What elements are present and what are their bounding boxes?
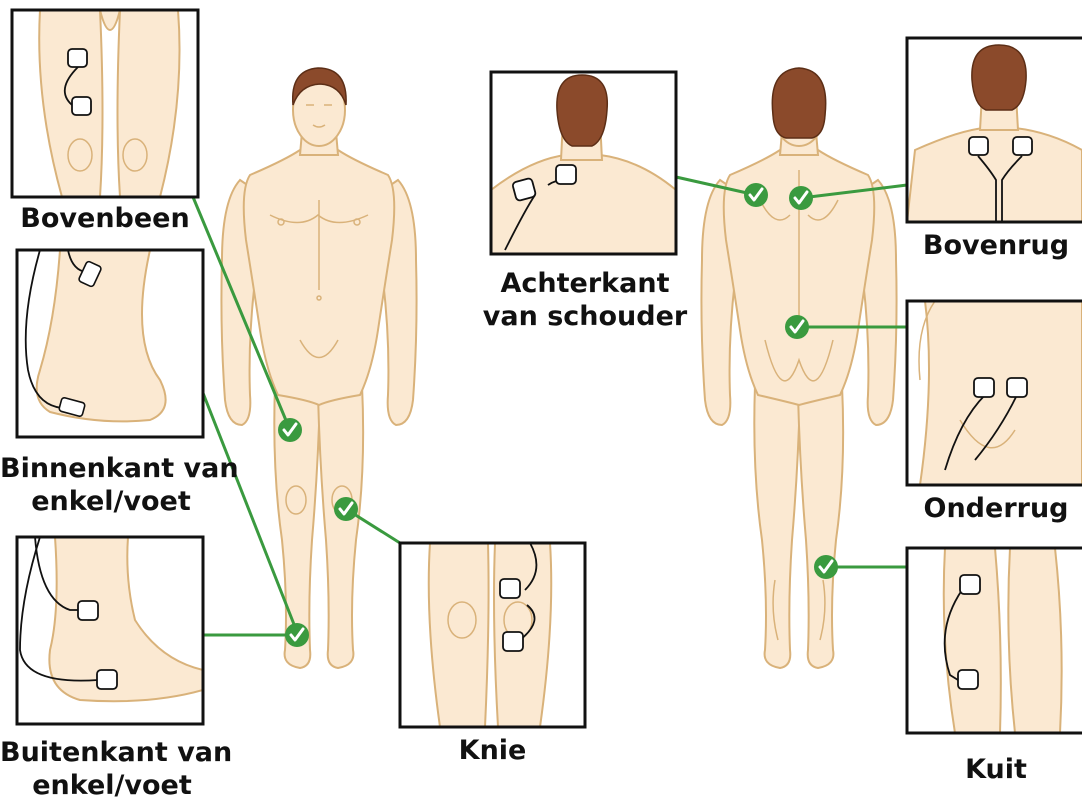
- inset-achterkant: [491, 72, 676, 254]
- back-body-figure: [701, 74, 896, 668]
- inset-binnenkant: [17, 250, 203, 437]
- label-buitenkant-line1: Buitenkant van: [0, 736, 224, 769]
- electrode-pad: [1013, 137, 1032, 155]
- label-achterkant: Achterkant van schouder: [480, 267, 690, 333]
- electrode-pad: [500, 579, 520, 598]
- label-binnenkant-line1: Binnenkant van: [0, 452, 222, 485]
- label-knie: Knie: [400, 734, 585, 767]
- label-knie-text: Knie: [400, 734, 585, 767]
- inset-onderrug: [907, 301, 1082, 485]
- label-buitenkant-line2: enkel/voet: [0, 769, 224, 802]
- checkmark-icon: [785, 315, 809, 339]
- electrode-pad: [960, 575, 980, 594]
- checkmark-icon: [744, 183, 768, 207]
- label-binnenkant: Binnenkant van enkel/voet: [0, 452, 222, 518]
- label-kuit: Kuit: [912, 753, 1080, 786]
- label-bovenrug: Bovenrug: [912, 229, 1080, 262]
- inset-kuit: [907, 548, 1082, 733]
- checkmark-icon: [334, 497, 358, 521]
- electrode-pad: [78, 601, 98, 620]
- electrode-pad: [974, 378, 994, 397]
- label-bovenbeen-text: Bovenbeen: [16, 202, 194, 235]
- label-achterkant-line1: Achterkant: [480, 267, 690, 300]
- front-body-figure: [221, 74, 416, 668]
- label-buitenkant: Buitenkant van enkel/voet: [0, 736, 224, 802]
- checkmark-icon: [285, 623, 309, 647]
- back-body-hair: [772, 68, 825, 138]
- inset-bovenrug: [907, 38, 1082, 222]
- electrode-pad: [1007, 378, 1027, 397]
- inset-bovenbeen: [12, 10, 198, 197]
- electrode-pad: [97, 670, 117, 689]
- label-bovenbeen: Bovenbeen: [16, 202, 194, 235]
- label-achterkant-line2: van schouder: [480, 300, 690, 333]
- label-kuit-text: Kuit: [912, 753, 1080, 786]
- label-onderrug-text: Onderrug: [912, 492, 1080, 525]
- electrode-pad: [512, 178, 536, 202]
- checkmark-icon: [814, 555, 838, 579]
- electrode-pad: [556, 165, 576, 184]
- inset-buitenkant: [17, 537, 203, 724]
- electrode-pad: [72, 97, 91, 115]
- inset-knie: [400, 543, 585, 727]
- label-bovenrug-text: Bovenrug: [912, 229, 1080, 262]
- electrode-pad: [68, 49, 87, 67]
- label-binnenkant-line2: enkel/voet: [0, 485, 222, 518]
- checkmark-icon: [789, 186, 813, 210]
- checkmark-icon: [278, 418, 302, 442]
- label-onderrug: Onderrug: [912, 492, 1080, 525]
- electrode-pad: [503, 632, 523, 651]
- electrode-pad: [958, 670, 978, 689]
- electrode-pad: [969, 137, 988, 155]
